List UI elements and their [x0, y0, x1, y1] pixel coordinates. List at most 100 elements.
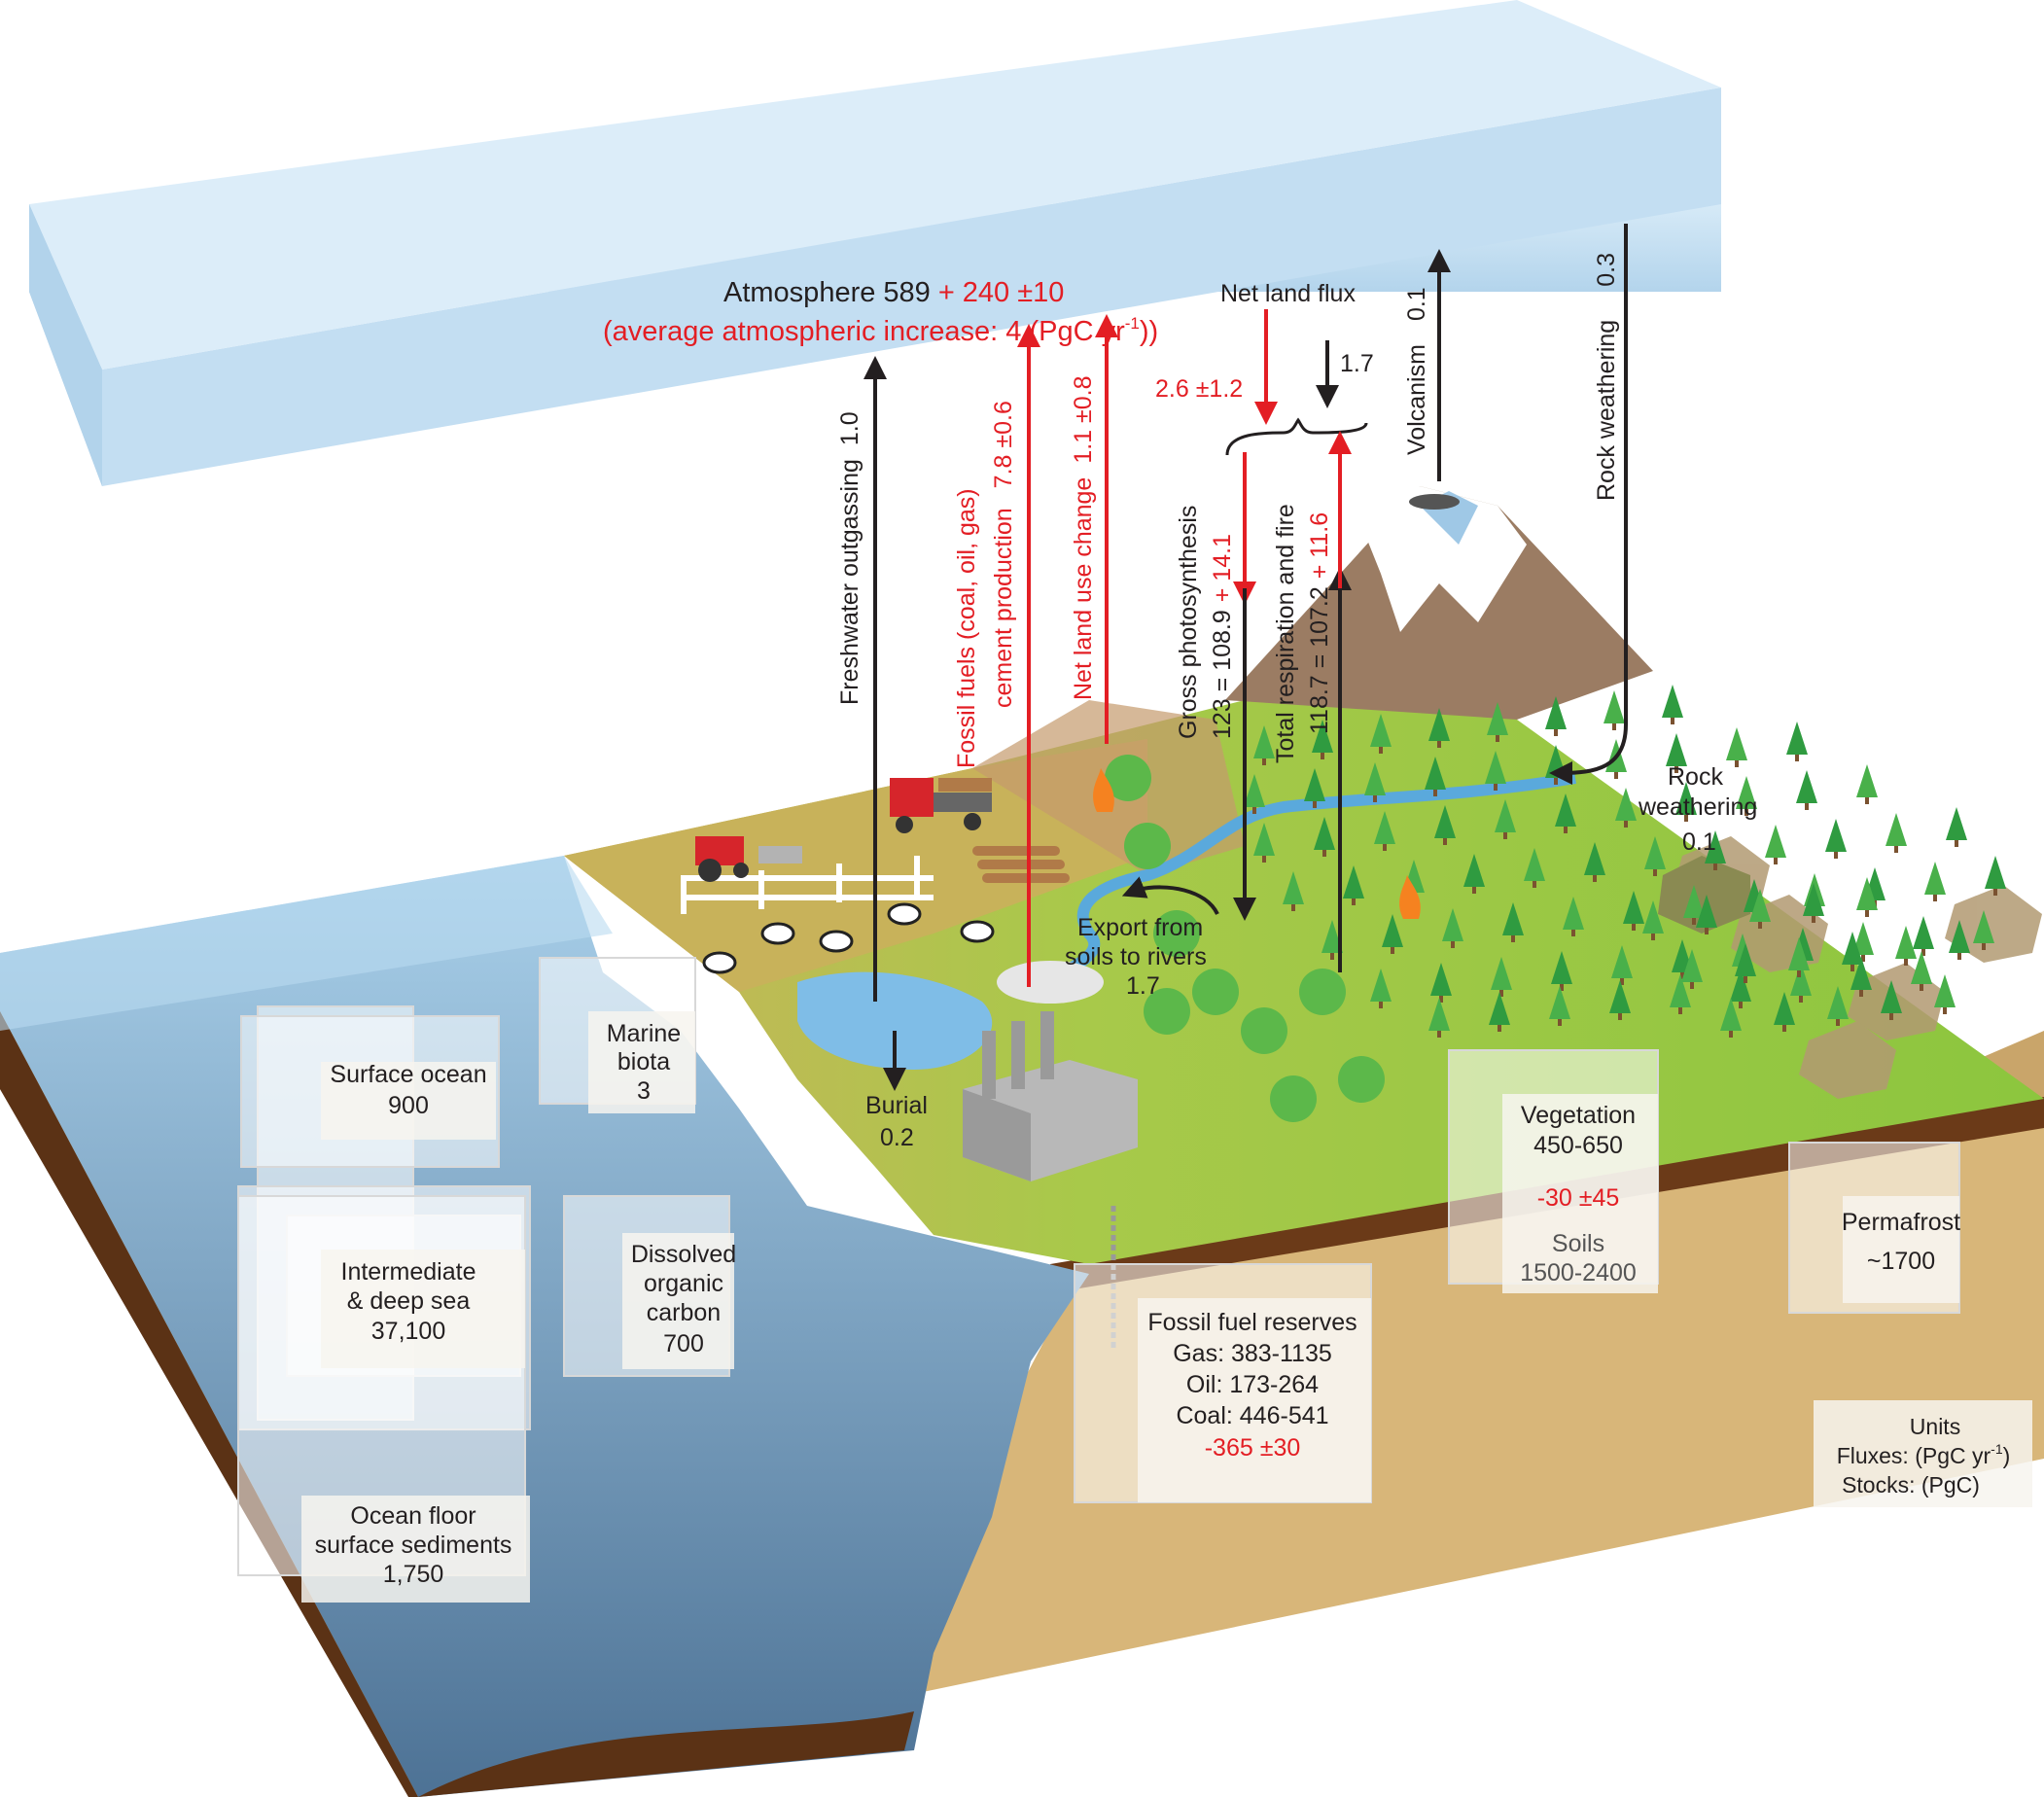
fossil-label-1: Fossil fuels (coal, oil, gas): [953, 488, 980, 768]
tree-trunk: [1705, 928, 1709, 934]
conifer-tree-icon: [1428, 708, 1450, 741]
surface-ocean-label: Surface ocean: [330, 1061, 486, 1088]
tree-trunk: [1894, 846, 1898, 853]
conifer-tree-icon: [1644, 836, 1666, 869]
tree-trunk: [1554, 778, 1558, 785]
conifer-tree-icon: [1430, 963, 1452, 996]
units-fluxes: Fluxes: (PgC yr-1): [1837, 1441, 2011, 1468]
rock-weathering-label: Rock weathering0.3: [1593, 253, 1620, 501]
tree-trunk: [1620, 978, 1624, 985]
tree-trunk: [1834, 852, 1838, 859]
fossil-reserves-change: -365 ±30: [1205, 1434, 1301, 1462]
tree-trunk: [1744, 809, 1748, 816]
tree-trunk: [1993, 889, 1997, 896]
tree-trunk: [1859, 990, 1863, 997]
units-stocks: Stocks: (PgC): [1842, 1472, 1980, 1498]
conifer-tree-icon: [1322, 920, 1343, 953]
fossil-reserves-oil: Oil: 173-264: [1186, 1371, 1319, 1398]
stock-boxes: [237, 957, 2032, 1603]
marine-biota-line2: biota: [617, 1048, 670, 1075]
tree-trunk: [1291, 904, 1295, 911]
tree-trunk: [1443, 838, 1447, 845]
conifer-tree-icon: [1487, 702, 1508, 735]
tree-trunk: [1494, 784, 1498, 791]
conifer-tree-icon: [1913, 916, 1934, 949]
conifer-tree-icon: [1524, 848, 1545, 881]
tree-trunk: [1795, 755, 1799, 761]
deep-sea-line2: & deep sea: [347, 1287, 471, 1315]
conifer-tree-icon: [1856, 877, 1878, 910]
tree-trunk: [1865, 910, 1869, 917]
conifer-tree-icon: [1253, 823, 1275, 856]
deep-sea-value: 37,100: [371, 1318, 445, 1345]
conifer-tree-icon: [1788, 937, 1810, 970]
conifer-tree-icon: [1895, 926, 1917, 959]
broadleaf-tree-icon: [1105, 755, 1151, 801]
fossil-label-2: cement production7.8 ±0.6: [990, 401, 1017, 708]
conifer-tree-icon: [1584, 842, 1605, 875]
tree-trunk: [1889, 1013, 1893, 1020]
conifer-tree-icon: [1304, 768, 1325, 801]
gpp-label: Gross photosynthesis: [1175, 506, 1202, 739]
conifer-tree-icon: [1790, 963, 1812, 996]
atmosphere-title: Atmosphere 589+ 240 ±10: [723, 277, 1064, 308]
net-land-black-value: 1.7: [1340, 350, 1374, 377]
conifer-tree-icon: [1796, 770, 1817, 803]
tree-trunk: [1439, 996, 1443, 1003]
tree-trunk: [1850, 965, 1854, 971]
conifer-tree-icon: [1283, 871, 1304, 904]
rock-weathering-land-value: 0.1: [1682, 828, 1716, 856]
units-title: Units: [1910, 1414, 1960, 1439]
tree-trunk: [1321, 753, 1324, 759]
tree-trunk: [1739, 1002, 1743, 1008]
conifer-tree-icon: [1253, 725, 1275, 758]
conifer-tree-icon: [1803, 883, 1824, 916]
tree-trunk: [1836, 1019, 1840, 1026]
conifer-tree-icon: [1666, 733, 1687, 766]
conifer-tree-icon: [1545, 696, 1567, 729]
tree-trunk: [1614, 772, 1618, 779]
flux-arrows: [863, 224, 1628, 1091]
tree-trunk: [1437, 1031, 1441, 1038]
tree-trunk: [1920, 984, 1923, 991]
tree-trunk: [1499, 990, 1503, 997]
tree-trunk: [1904, 959, 1908, 966]
conifer-tree-icon: [1642, 900, 1664, 934]
tree-trunk: [1812, 916, 1815, 923]
conifer-tree-icon: [1852, 922, 1874, 955]
cow-icons: [702, 902, 995, 974]
conifer-tree-icon: [1670, 974, 1691, 1007]
tree-trunk: [1865, 797, 1869, 804]
conifer-tree-icon: [1314, 817, 1335, 850]
conifer-tree-icon: [1934, 974, 1956, 1007]
conifer-tree-icon: [1428, 998, 1450, 1031]
tree-trunk: [1758, 922, 1762, 929]
tree-trunk: [1955, 840, 1958, 847]
conifer-tree-icon: [1623, 891, 1644, 924]
net-land-brace: [1225, 417, 1368, 456]
tree-trunk: [1690, 982, 1694, 989]
tree-trunk: [1511, 935, 1515, 942]
marine-biota-value: 3: [637, 1077, 651, 1105]
atmosphere-subtitle: (average atmospheric increase: 4 (PgC yr…: [603, 314, 1158, 347]
conifer-tree-icon: [1563, 897, 1584, 930]
conifer-tree-icon: [1312, 720, 1333, 753]
rock-weathering-arrow: [1549, 224, 1628, 785]
conifer-tree-icon: [1850, 957, 1872, 990]
tree-trunk: [1379, 1002, 1383, 1008]
conifer-tree-icon: [1442, 908, 1463, 941]
tree-trunk: [1383, 844, 1387, 851]
net-land-red-value: 2.6 ±1.2: [1155, 375, 1243, 403]
tree-trunk: [1774, 858, 1778, 864]
conifer-tree-icon: [1720, 998, 1742, 1031]
vegetation-label: Vegetation: [1521, 1102, 1636, 1129]
atmosphere-labels: Atmosphere 589+ 240 ±10 (average atmosph…: [603, 277, 1158, 347]
conifer-tree-icon: [1495, 799, 1516, 832]
tree-trunk: [1933, 895, 1937, 901]
resp-value: 118.7 = 107.2+ 11.6: [1306, 512, 1333, 734]
broadleaf-tree-icon: [1144, 988, 1190, 1035]
export-value: 1.7: [1126, 972, 1160, 1000]
doc-line2: organic: [644, 1270, 723, 1297]
conifer-tree-icon: [1662, 685, 1683, 718]
conifer-tree-icon: [1609, 980, 1631, 1013]
